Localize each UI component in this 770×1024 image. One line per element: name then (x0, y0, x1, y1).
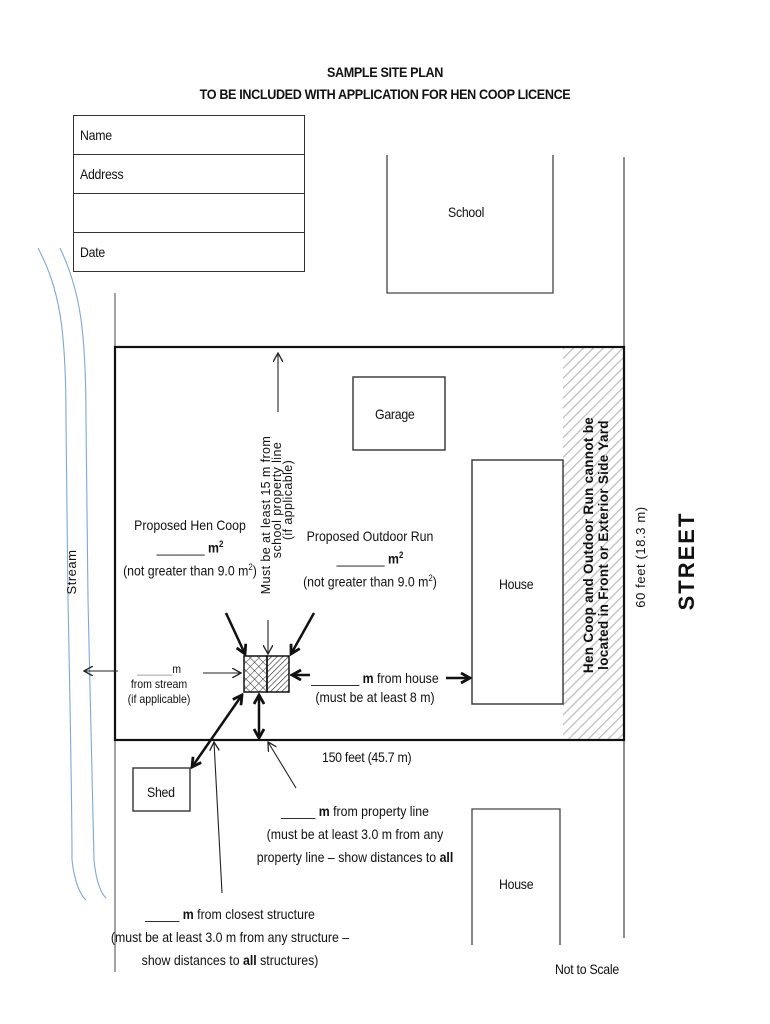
stream-distance-condition: (if applicable) (127, 692, 191, 706)
shed-building (132, 767, 191, 812)
outdoor-run-info: Proposed Outdoor Run _______ m2 (not gre… (300, 527, 441, 591)
plan-subtitle: TO BE INCLUDED WITH APPLICATION FOR HEN … (199, 86, 571, 102)
house-distance-field[interactable]: _______ m from house (309, 669, 441, 688)
name-label: Name (80, 127, 112, 143)
structure-distance-label: from closest structure (193, 906, 315, 922)
lot-width-label: 60 feet (18.3 m) (633, 506, 648, 607)
garage-label: Garage (375, 406, 415, 422)
info-row-date: Date (73, 232, 305, 272)
hen-coop-unit-sup: 2 (218, 539, 224, 549)
property-line-distance-note: (must be at least 3.0 m from any (266, 826, 444, 842)
school-label: School (448, 204, 485, 220)
stream-bank-right (59, 247, 107, 899)
outdoor-run-limit: (not greater than 9.0 m2) (303, 572, 437, 590)
plan-title: SAMPLE SITE PLAN (326, 64, 444, 80)
shed-label: Shed (147, 784, 175, 800)
property-line-distance-label: from property line (329, 803, 429, 819)
hen-coop-title: Proposed Hen Coop (134, 517, 246, 533)
date-label: Date (80, 244, 105, 260)
stream-bank-left (37, 247, 87, 901)
hen-coop-limit: (not greater than 9.0 m2) (123, 561, 257, 579)
garage-building (352, 376, 446, 451)
hen-coop-info: Proposed Hen Coop _______ m2 (not greate… (120, 516, 261, 580)
school-distance-note-line3: (if applicable) (281, 460, 295, 540)
applicant-info-table: Name Address Date (73, 115, 305, 272)
outdoor-run-unit-sup: 2 (398, 550, 404, 560)
hen-coop-area-field[interactable]: _______ m2 (120, 535, 261, 558)
lot-depth-label: 150 feet (45.7 m) (322, 749, 412, 765)
hen-coop-area-blank[interactable]: _______ (156, 539, 205, 556)
outdoor-run-pointer-arrow (291, 612, 316, 654)
stream-distance-label: from stream (130, 677, 188, 691)
house-distance-note: (must be at least 8 m) (315, 689, 435, 705)
property-line-note-pointer (268, 742, 297, 789)
stream-distance-field[interactable]: ______m (123, 662, 195, 677)
front-yard-note-line1: Hen Coop and Outdoor Run cannot be (581, 417, 596, 673)
main-house-building (471, 459, 564, 705)
main-house-label: House (499, 576, 534, 592)
structure-distance-note-2: show distances to all structures) (141, 952, 319, 968)
property-line-distance-field[interactable]: _____ m from property line (245, 800, 465, 823)
structure-distance-blank[interactable]: _____ (145, 906, 180, 922)
hen-coop-unit: m (208, 539, 219, 556)
hen-coop-pointer-arrow (224, 612, 245, 654)
property-lot (113, 345, 626, 742)
structure-distance-note: (must be at least 3.0 m from any structu… (110, 929, 350, 945)
outdoor-run-area-blank[interactable]: _______ (336, 550, 385, 567)
house-distance-info: _______ m from house (must be at least 8… (309, 669, 441, 707)
property-line-distance-info: _____ m from property line (must be at l… (245, 800, 465, 869)
house-distance-unit: m (362, 670, 374, 686)
property-line-distance-blank[interactable]: _____ (281, 803, 316, 819)
property-line-distance-unit: m (318, 803, 330, 819)
neighbor-house-building (471, 808, 561, 945)
hen-coop-shape (243, 655, 268, 693)
date-field[interactable]: Date (73, 232, 305, 272)
house-distance-label: from house (373, 670, 439, 686)
house-distance-blank[interactable]: _______ (311, 670, 360, 686)
structure-distance-info: _____ m from closest structure (must be … (107, 903, 353, 972)
neighbor-house-label: House (499, 876, 534, 892)
outdoor-run-area-field[interactable]: _______ m2 (300, 546, 441, 569)
stream-distance-info: ______m from stream (if applicable) (123, 662, 195, 707)
outdoor-run-title: Proposed Outdoor Run (306, 528, 434, 544)
address-label: Address (80, 166, 124, 182)
street-label: STREET (674, 512, 699, 611)
structure-distance-unit: m (182, 906, 194, 922)
structure-distance-field[interactable]: _____ m from closest structure (107, 903, 353, 926)
not-to-scale-label: Not to Scale (555, 961, 619, 977)
outdoor-run-shape (266, 655, 290, 693)
school-building (386, 155, 554, 294)
shed-distance-arrow (192, 695, 242, 767)
school-distance-note-line1: Must be at least 15 m from (259, 436, 273, 594)
front-yard-note-line2: located in Front or Exterior Side Yard (596, 420, 611, 670)
outdoor-run-unit: m (388, 550, 399, 567)
property-line-distance-note-2: property line – show distances to all (256, 849, 454, 865)
front-yard-hatched-zone (563, 347, 624, 740)
structure-note-pointer (214, 742, 223, 894)
school-distance-note-line2: school property line (270, 442, 284, 558)
stream-label: Stream (64, 550, 79, 595)
stream-distance-unit: m (172, 662, 182, 676)
stream-distance-blank[interactable]: ______ (136, 662, 173, 676)
